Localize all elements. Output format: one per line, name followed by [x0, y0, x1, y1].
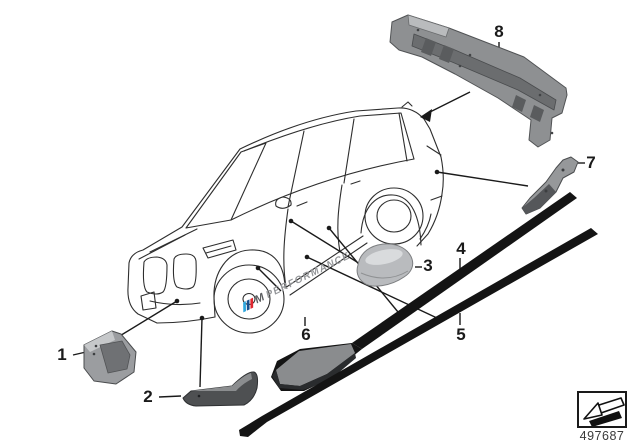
replacement-part-arrow-icon [583, 397, 625, 427]
callout-2[interactable]: 2 [143, 387, 153, 406]
part-4-sill-strip [271, 192, 577, 391]
leader-dot [304, 254, 310, 260]
m-stripes-icon [241, 297, 256, 312]
callout-4[interactable]: 4 [456, 239, 466, 258]
callout-3[interactable]: 3 [423, 256, 433, 275]
leader-dot [174, 298, 180, 304]
part-1-air-duct [83, 330, 137, 385]
leader-dot [288, 218, 294, 224]
part-5-sill-strip [239, 228, 598, 437]
callout-5[interactable]: 5 [456, 325, 466, 344]
callout-1[interactable]: 1 [57, 345, 67, 364]
replacement-part-icon-box [577, 391, 627, 428]
rear-wheel [364, 187, 424, 245]
leader-dot [326, 225, 332, 231]
leader-dot [199, 315, 205, 321]
part-8-rear-diffuser [389, 14, 568, 148]
part-number: 497687 [579, 429, 625, 443]
part-7-bracket [521, 156, 579, 215]
callout-8[interactable]: 8 [494, 22, 504, 41]
callout-6[interactable]: 6 [301, 325, 311, 344]
front-wheel [213, 264, 285, 334]
leader-dot [434, 169, 440, 175]
leader-dot [255, 265, 261, 271]
part-3-mirror-cap [356, 243, 414, 287]
part-2-front-splitter [182, 371, 259, 407]
car-line-art [127, 101, 444, 334]
arrowhead [420, 109, 432, 122]
callout-7[interactable]: 7 [586, 153, 596, 172]
